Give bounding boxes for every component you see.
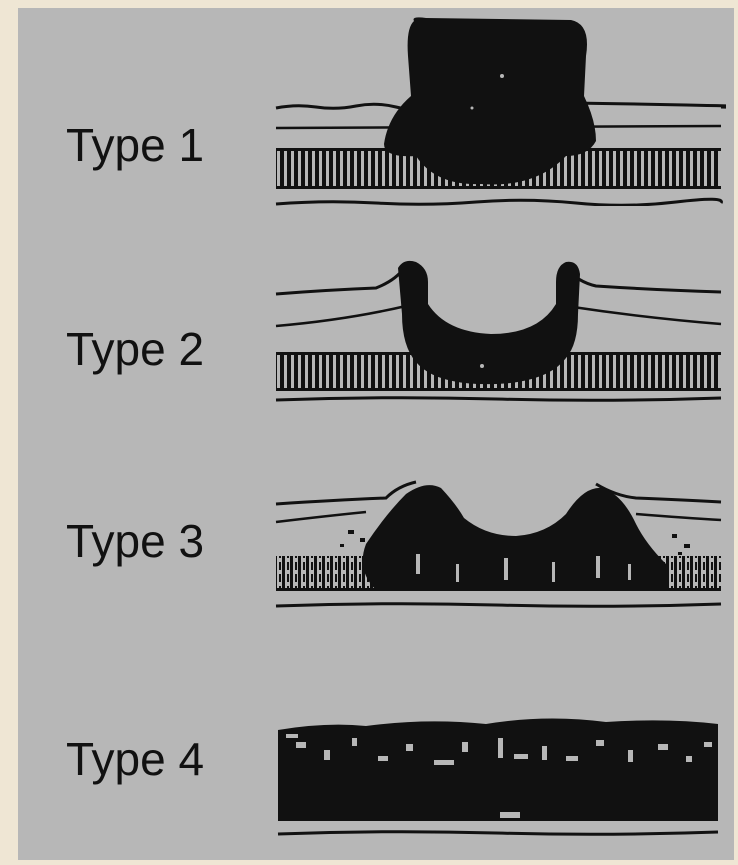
type-2-illustration bbox=[266, 254, 726, 404]
type-1-label: Type 1 bbox=[66, 122, 204, 168]
type-3-illustration bbox=[266, 474, 726, 614]
type-1-illustration bbox=[266, 16, 726, 206]
type-2-label: Type 2 bbox=[66, 326, 204, 372]
type-4-illustration bbox=[266, 708, 726, 844]
diagram-panel: Type 1 Type 2 bbox=[18, 8, 734, 860]
type-3-label: Type 3 bbox=[66, 518, 204, 564]
type-4-label: Type 4 bbox=[66, 736, 204, 782]
